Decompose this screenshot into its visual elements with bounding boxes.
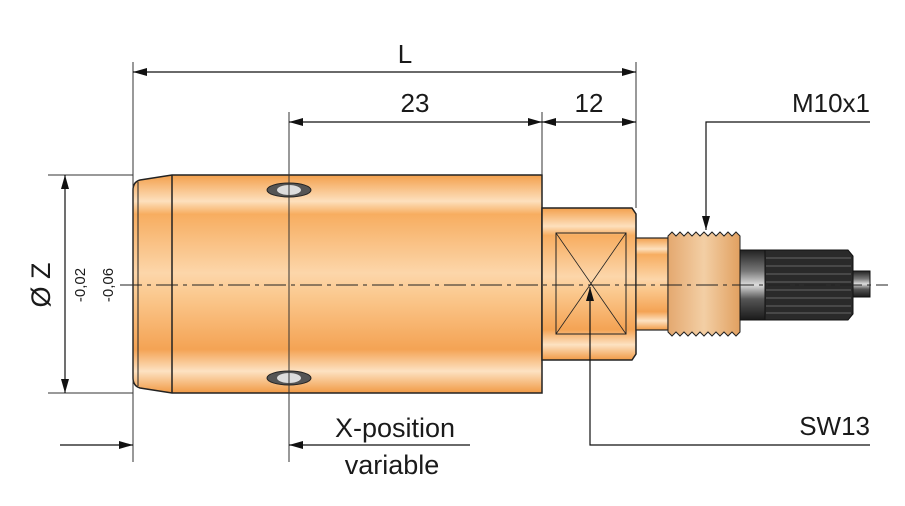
label-23: 23	[401, 88, 430, 118]
label-variable: variable	[345, 450, 440, 480]
label-tol-upper: -0,02	[72, 268, 89, 302]
label-x-position: X-position	[335, 413, 455, 443]
label-diameter: Ø Z	[26, 263, 56, 308]
label-L: L	[398, 39, 412, 69]
leader-thread	[702, 121, 870, 230]
thread-section	[667, 231, 741, 337]
label-wrench-size: SW13	[799, 411, 870, 441]
hex-section	[541, 207, 669, 361]
cylinder-body	[132, 174, 543, 394]
label-tol-lower: -0,06	[100, 268, 117, 302]
label-12: 12	[575, 88, 604, 118]
leader-wrench	[586, 287, 870, 446]
knurled-shaft	[739, 249, 871, 321]
label-thread: M10x1	[792, 88, 870, 118]
